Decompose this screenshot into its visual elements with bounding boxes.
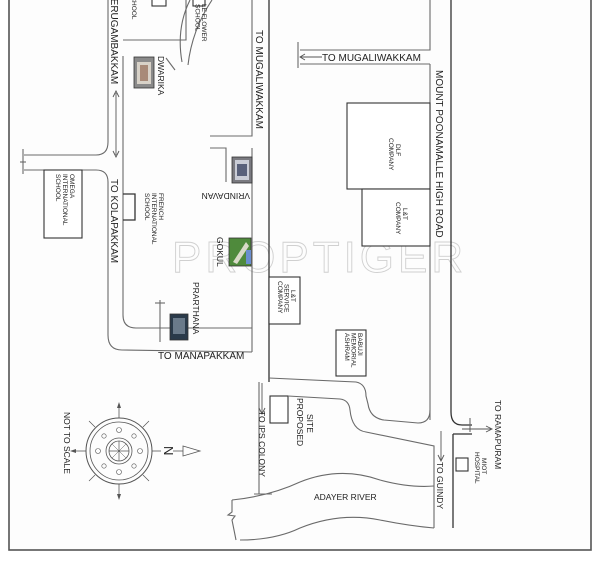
road-connector-lower — [287, 395, 435, 528]
svg-text:COMPANY: COMPANY — [276, 281, 283, 314]
omega-school-box — [43, 169, 83, 239]
svg-text:SCHOOL: SCHOOL — [194, 4, 201, 32]
not-to-scale-label: NOT TO SCALE — [62, 412, 72, 474]
school-top-box — [151, 0, 167, 7]
road-connector-upper — [268, 377, 431, 424]
road-label-perugambakkam: PERUGAMBAKKAM — [108, 0, 119, 84]
landmark-french-school: FRENCH INTERNATIONAL SCHOOL — [143, 193, 164, 245]
road-label-kolapakkam: TO KOLAPAKKAM — [108, 179, 119, 263]
river-label: ADAYER RIVER — [314, 492, 377, 502]
svg-text:FRENCH: FRENCH — [157, 193, 164, 220]
svg-text:SCHOOL: SCHOOL — [130, 0, 137, 20]
map-frame — [8, 0, 592, 551]
ramapuram-arrow — [462, 425, 494, 433]
svg-text:INTERNATIONAL: INTERNATIONAL — [61, 174, 68, 226]
svg-text:OMEGA: OMEGA — [68, 174, 75, 199]
landmark-little-flower-school: LE FLOWER SCHOOL — [194, 4, 208, 42]
svg-text:HOSPITAL: HOSPITAL — [473, 452, 480, 484]
guindy-arrow — [437, 431, 445, 463]
svg-text:MIOT: MIOT — [480, 458, 487, 474]
road-label-manapakkam: TO MANAPAKKAM — [158, 351, 244, 362]
prarthana-photo — [169, 313, 189, 341]
river-break — [226, 500, 237, 541]
north-label: N — [161, 446, 176, 455]
landmark-omega-school: OMEGA INTERNATIONAL SCHOOL — [54, 174, 75, 226]
lt-company-box — [361, 188, 431, 247]
ips-colony-arrow — [258, 383, 266, 416]
svg-text:L&T: L&T — [401, 208, 408, 220]
project-label-dwarika: DWARIKA — [156, 56, 166, 96]
svg-text:BABUJI: BABUJI — [356, 333, 363, 356]
perugambakkam-double-arrow — [112, 89, 120, 159]
road-kolapakkam-left-edge — [24, 0, 109, 156]
road-label-mugaliwakkam-horizontal: TO MUGALIWAKKAM — [322, 53, 421, 64]
lt-service-box — [268, 276, 301, 325]
road-label-ramapuram: TO RAMAPURAM — [493, 400, 503, 469]
svg-text:ASHRAM: ASHRAM — [343, 333, 350, 361]
svg-text:LE FLOWER: LE FLOWER — [200, 4, 207, 42]
road-label-mugaliwakkam-vertical: TO MUGALIWAKKAM — [253, 30, 264, 129]
road-mph-west-top — [300, 0, 431, 51]
svg-text:SERVICE: SERVICE — [283, 284, 290, 313]
road-label-ips-colony: TO IPS COLONY — [257, 411, 267, 477]
road-lane-vrindavan — [210, 147, 227, 182]
mugaliwakkam-arrow — [299, 53, 322, 61]
little-flower-box — [192, 0, 206, 7]
site-proposed-box — [269, 395, 289, 424]
project-label-prarthana: PRARTHANA — [191, 282, 201, 335]
svg-text:PROPOSED: PROPOSED — [295, 398, 305, 446]
landmark-babuji-ashram: BABUJI MEMORIAL ASHRAM — [343, 333, 363, 368]
svg-text:DLF: DLF — [394, 144, 401, 156]
svg-text:L&T: L&T — [289, 290, 296, 302]
road-kolapakkam-left-edge-lower — [24, 169, 253, 353]
curved-lane-2 — [187, 0, 213, 66]
dlf-company-box — [346, 102, 431, 190]
road-label-mount-poonamalle: MOUNT POONAMALLE HIGH ROAD — [433, 70, 444, 238]
road-kolapakkam-right-edge — [122, 56, 252, 329]
french-school-box — [123, 193, 136, 221]
svg-text:INTERNATIONAL: INTERNATIONAL — [150, 193, 157, 245]
svg-text:COMPANY: COMPANY — [394, 202, 401, 235]
landmark-lt-company: L&T COMPANY — [394, 202, 408, 235]
svg-text:SCHOOL: SCHOOL — [54, 174, 61, 202]
babuji-ashram-box — [335, 329, 367, 377]
svg-text:SITE: SITE — [305, 414, 315, 433]
river-north-bank — [231, 472, 435, 501]
project-label-vrindavan: VRINDAVAN — [202, 191, 250, 201]
dwarika-photo — [133, 56, 155, 89]
gokul-photo — [228, 237, 252, 267]
road-label-guindy: TO GUINDY — [435, 462, 445, 509]
block-top-left — [123, 0, 187, 41]
landmark-miot-hospital: MIOT HOSPITAL — [473, 452, 487, 484]
svg-text:SCHOOL: SCHOOL — [143, 193, 150, 221]
project-label-gokul: GOKUL — [215, 237, 225, 267]
landmark-lt-service: L&T SERVICE COMPANY — [276, 281, 296, 314]
landmark-site-proposed: SITE PROPOSED — [295, 398, 315, 446]
compass-rose — [70, 402, 202, 500]
vrindavan-photo — [231, 156, 253, 184]
svg-text:COMPANY: COMPANY — [387, 138, 394, 171]
road-mugaliwakkam-vertical-west — [210, 0, 253, 137]
miot-hospital-box — [455, 457, 469, 472]
landmark-school-top: B SCHOOL — [130, 0, 137, 20]
road-mph-east-curve — [450, 411, 472, 426]
landmark-dlf-company: DLF COMPANY — [387, 138, 401, 171]
curved-lane — [179, 0, 191, 63]
lane-diag — [165, 57, 176, 71]
river-south-bank — [239, 516, 435, 541]
svg-text:MEMORIAL: MEMORIAL — [350, 333, 357, 368]
